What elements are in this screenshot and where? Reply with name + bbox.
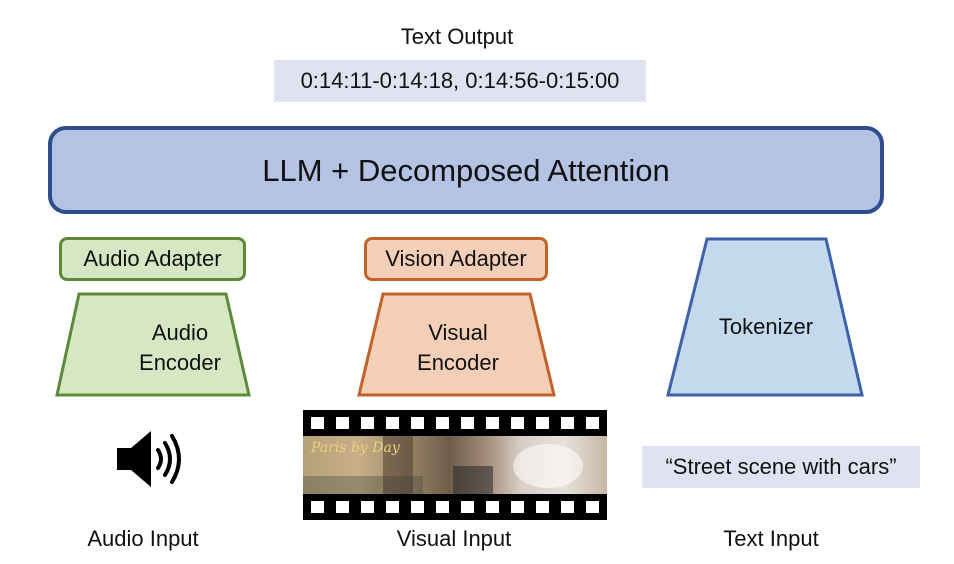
- film-sprocket-hole: [511, 501, 524, 513]
- audio-encoder-line1: Audio: [151, 320, 209, 345]
- film-sprocket-hole: [436, 417, 449, 429]
- audio-encoder-line2: Encoder: [139, 350, 221, 375]
- film-frame-image: Paris by Day: [303, 436, 607, 494]
- speaker-icon: [117, 431, 181, 487]
- film-sprocket-hole: [336, 417, 349, 429]
- visual-encoder-shape: [357, 292, 556, 397]
- film-sprocket-hole: [511, 417, 524, 429]
- film-sprocket-hole: [586, 501, 599, 513]
- vision-adapter-block: Vision Adapter: [364, 237, 548, 281]
- film-sprocket-hole: [561, 501, 574, 513]
- audio-encoder-shape: [55, 292, 251, 397]
- film-sprocket-hole: [386, 501, 399, 513]
- llm-block: LLM + Decomposed Attention: [48, 126, 884, 214]
- visual-input-label: Visual Input: [396, 526, 512, 551]
- audio-encoder-label: Audio Encoder: [90, 318, 270, 378]
- text-input-value: “Street scene with cars”: [642, 446, 920, 488]
- text-output-label: Text Output: [400, 24, 514, 49]
- film-sprocket-hole: [436, 501, 449, 513]
- audio-input-label: Audio Input: [87, 526, 199, 551]
- film-sprocket-hole: [486, 501, 499, 513]
- audio-adapter-block: Audio Adapter: [59, 237, 246, 281]
- film-sprocket-hole: [311, 501, 324, 513]
- text-output-value: 0:14:11-0:14:18, 0:14:56-0:15:00: [274, 60, 646, 102]
- film-sprocket-hole: [461, 417, 474, 429]
- text-input-label: Text Input: [723, 526, 819, 551]
- film-sprocket-hole: [586, 417, 599, 429]
- film-sprocket-hole: [536, 417, 549, 429]
- film-sprocket-hole: [411, 501, 424, 513]
- film-strip: Paris by Day: [303, 410, 607, 520]
- film-sprocket-hole: [486, 417, 499, 429]
- visual-encoder-label: Visual Encoder: [368, 318, 548, 378]
- visual-encoder-line2: Encoder: [417, 350, 499, 375]
- film-sprocket-hole: [536, 501, 549, 513]
- film-sprocket-hole: [311, 417, 324, 429]
- film-sprocket-hole: [461, 501, 474, 513]
- film-title-text: Paris by Day: [311, 440, 400, 456]
- tokenizer-label: Tokenizer: [718, 314, 814, 339]
- visual-encoder-line1: Visual: [428, 320, 488, 345]
- film-sprocket-hole: [361, 501, 374, 513]
- film-sprocket-hole: [386, 417, 399, 429]
- film-sprocket-hole: [411, 417, 424, 429]
- film-sprocket-hole: [561, 417, 574, 429]
- film-sprocket-hole: [361, 417, 374, 429]
- film-sprocket-hole: [336, 501, 349, 513]
- tokenizer-shape: [666, 237, 864, 397]
